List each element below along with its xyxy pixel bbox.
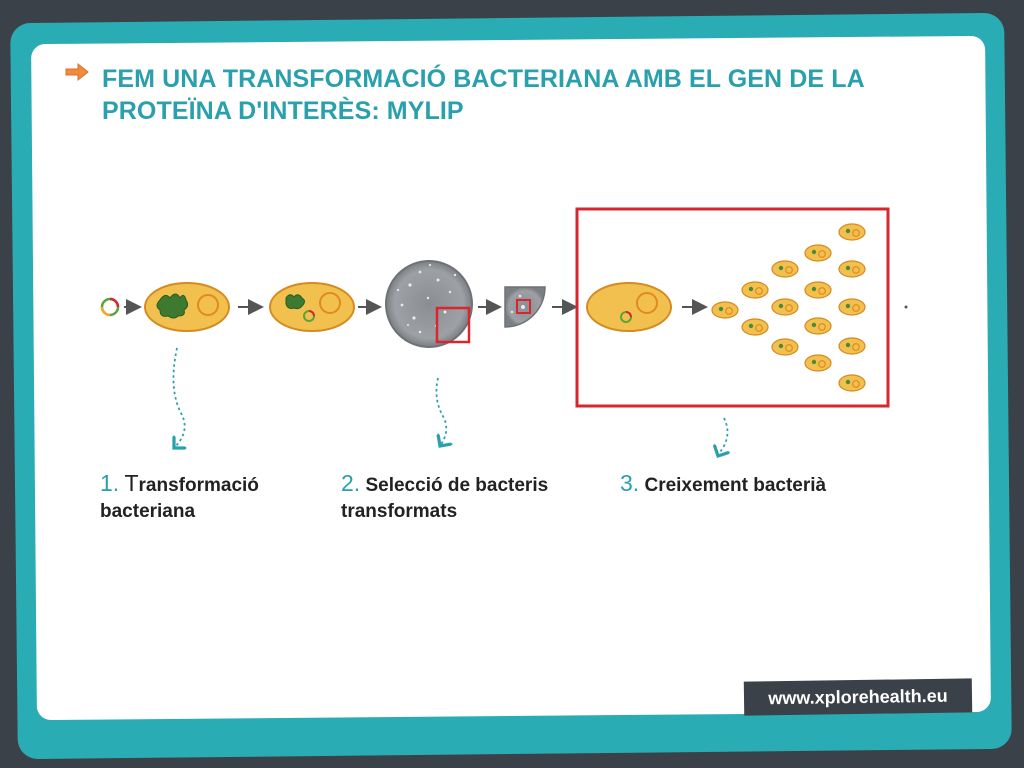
bacterium-icon — [144, 282, 230, 332]
step-text: Selecció de bacteris — [365, 475, 549, 496]
bacterium-icon — [269, 282, 355, 332]
step-transformation: 1. Transformació bacteriana — [100, 470, 259, 525]
arrow-right-icon — [65, 62, 89, 82]
footer-url[interactable]: www.xplorehealth.eu — [743, 678, 973, 716]
step-first-letter: T — [124, 470, 139, 496]
step-text: ransformació — [138, 475, 259, 496]
plasmid-icon — [100, 297, 120, 317]
step-number: 1. — [100, 470, 120, 496]
step-number: 3. — [620, 470, 640, 496]
dotted-arrow-icon — [173, 347, 727, 456]
step-selection: 2. Selecció de bacteris transformats — [341, 470, 548, 525]
step-growth: 3. Creixement bacterià — [620, 470, 826, 499]
step-text-line2: bacteriana — [100, 501, 196, 522]
bacteria-colony — [711, 223, 866, 392]
step-text-line2: transformats — [341, 501, 458, 522]
highlight-box — [575, 207, 890, 408]
step-text: Creixement bacterià — [644, 475, 827, 496]
page-title: FEM UNA TRANSFORMACIÓ BACTERIANA AMB EL … — [102, 65, 864, 125]
step-number: 2. — [341, 470, 361, 496]
bacterium-icon — [586, 282, 672, 332]
petri-dish-icon — [385, 260, 473, 348]
petri-dish-zoom — [504, 286, 546, 328]
